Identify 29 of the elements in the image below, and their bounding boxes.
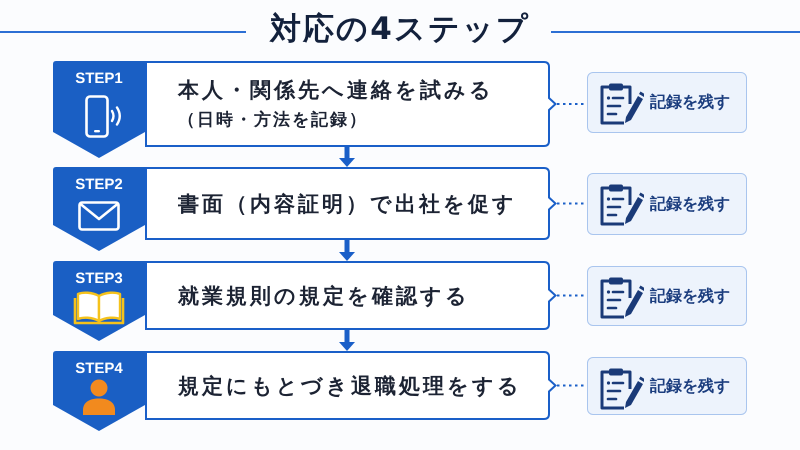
record-label: 記録を残す bbox=[650, 286, 730, 306]
record-box bbox=[587, 173, 747, 235]
record-box bbox=[587, 72, 747, 133]
step-title: 就業規則の規定を確認する bbox=[178, 282, 470, 310]
record-label: 記録を残す bbox=[650, 376, 730, 396]
record-label: 記録を残す bbox=[650, 92, 730, 113]
step-box bbox=[145, 261, 557, 330]
step-title: 規定にもとづき退職処理をする bbox=[178, 372, 522, 400]
step-title: 本人・関係先へ連絡を試みる bbox=[178, 77, 494, 104]
title-heading: 対応の4ステップ bbox=[270, 11, 530, 47]
step-note: （日時・方法を記録） bbox=[178, 109, 368, 132]
step-badge bbox=[53, 167, 145, 251]
arrow bbox=[339, 147, 355, 167]
step-badge bbox=[53, 61, 145, 158]
step-badge bbox=[53, 351, 145, 431]
arrow bbox=[339, 240, 355, 261]
step-label: STEP2 bbox=[75, 176, 123, 193]
step-box bbox=[145, 351, 557, 420]
step-title: 書面（内容証明）で出社を促す bbox=[178, 190, 517, 218]
arrow bbox=[339, 330, 355, 351]
step-badge bbox=[53, 261, 145, 341]
step-box bbox=[145, 167, 557, 240]
record-box bbox=[587, 266, 747, 326]
step-label: STEP4 bbox=[75, 360, 123, 377]
record-box bbox=[587, 357, 747, 415]
step-label: STEP3 bbox=[75, 270, 123, 287]
record-label: 記録を残す bbox=[650, 194, 730, 214]
step-box bbox=[145, 61, 557, 147]
step-label: STEP1 bbox=[75, 70, 123, 87]
